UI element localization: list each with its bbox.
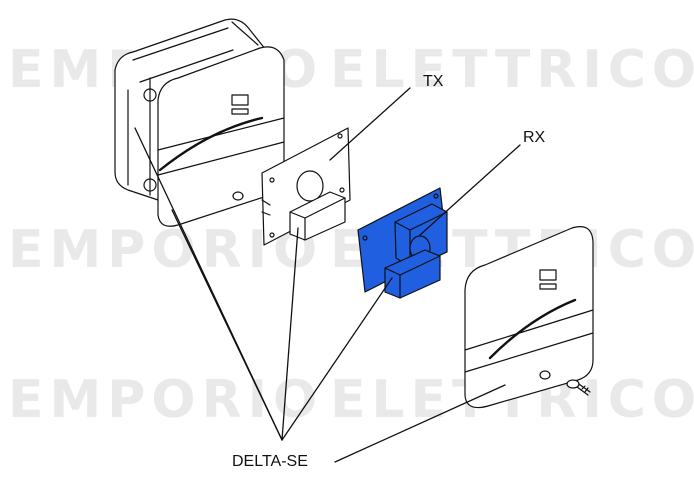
leader-delta-2: [171, 209, 283, 441]
label-tx: TX: [423, 73, 444, 90]
leader-lines: [134, 87, 521, 463]
label-delta-se: DELTA-SE: [232, 453, 308, 470]
leader-delta-5: [334, 384, 506, 463]
tx-board: [261, 127, 351, 246]
watermark-emporio-3: EMPORIO: [8, 370, 324, 430]
leader-rx: [419, 144, 521, 236]
rx-board: [357, 187, 448, 299]
screw: [566, 379, 591, 396]
leader-delta-4: [281, 277, 393, 441]
leader-delta-3: [281, 227, 299, 441]
front-cover-right: [464, 226, 594, 409]
leader-tx: [329, 87, 411, 161]
label-rx: RX: [523, 129, 546, 146]
front-cover-left: [157, 46, 285, 227]
watermark-elettrico-1: ELETTRICO: [330, 40, 694, 100]
